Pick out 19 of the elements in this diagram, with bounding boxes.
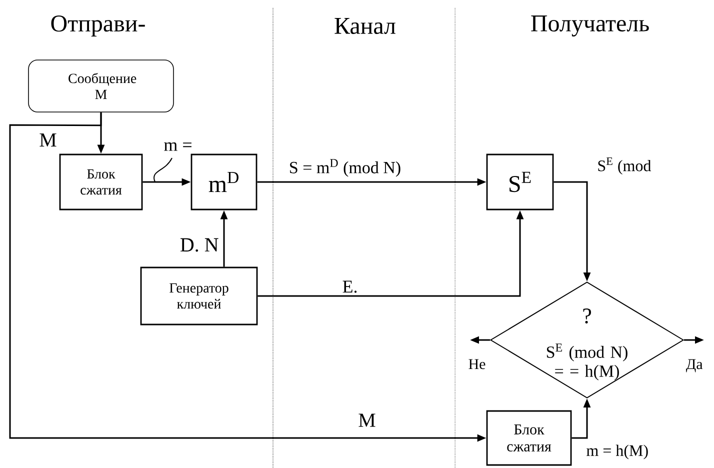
column-heading: Канал — [334, 18, 396, 34]
edge-label: m = — [164, 142, 192, 151]
process-box: S$^{E}$ — [486, 154, 554, 210]
edge-label: D. N — [180, 238, 218, 252]
process-box: Блок сжатия — [486, 410, 572, 466]
process-box: Генератор ключей — [140, 266, 258, 326]
column-heading: Получатель — [531, 16, 649, 36]
edge-label: Да — [686, 359, 703, 372]
edge-label: E. — [342, 280, 357, 293]
edge-label: Не — [468, 359, 486, 370]
edge-label: M — [358, 414, 376, 427]
column-heading: Отправи- — [51, 16, 145, 36]
process-box: m$^{D}$ — [190, 154, 258, 210]
edge-label: m = h(M) — [586, 444, 648, 460]
formula-label: S$^{E}$ (mod — [598, 158, 652, 174]
signal-label: M — [40, 133, 56, 147]
edge-label: S = m$^{D}$ (mod N) — [290, 159, 400, 177]
message-box: Сообщение M — [28, 60, 174, 112]
process-box: Блок сжатия — [59, 154, 143, 210]
